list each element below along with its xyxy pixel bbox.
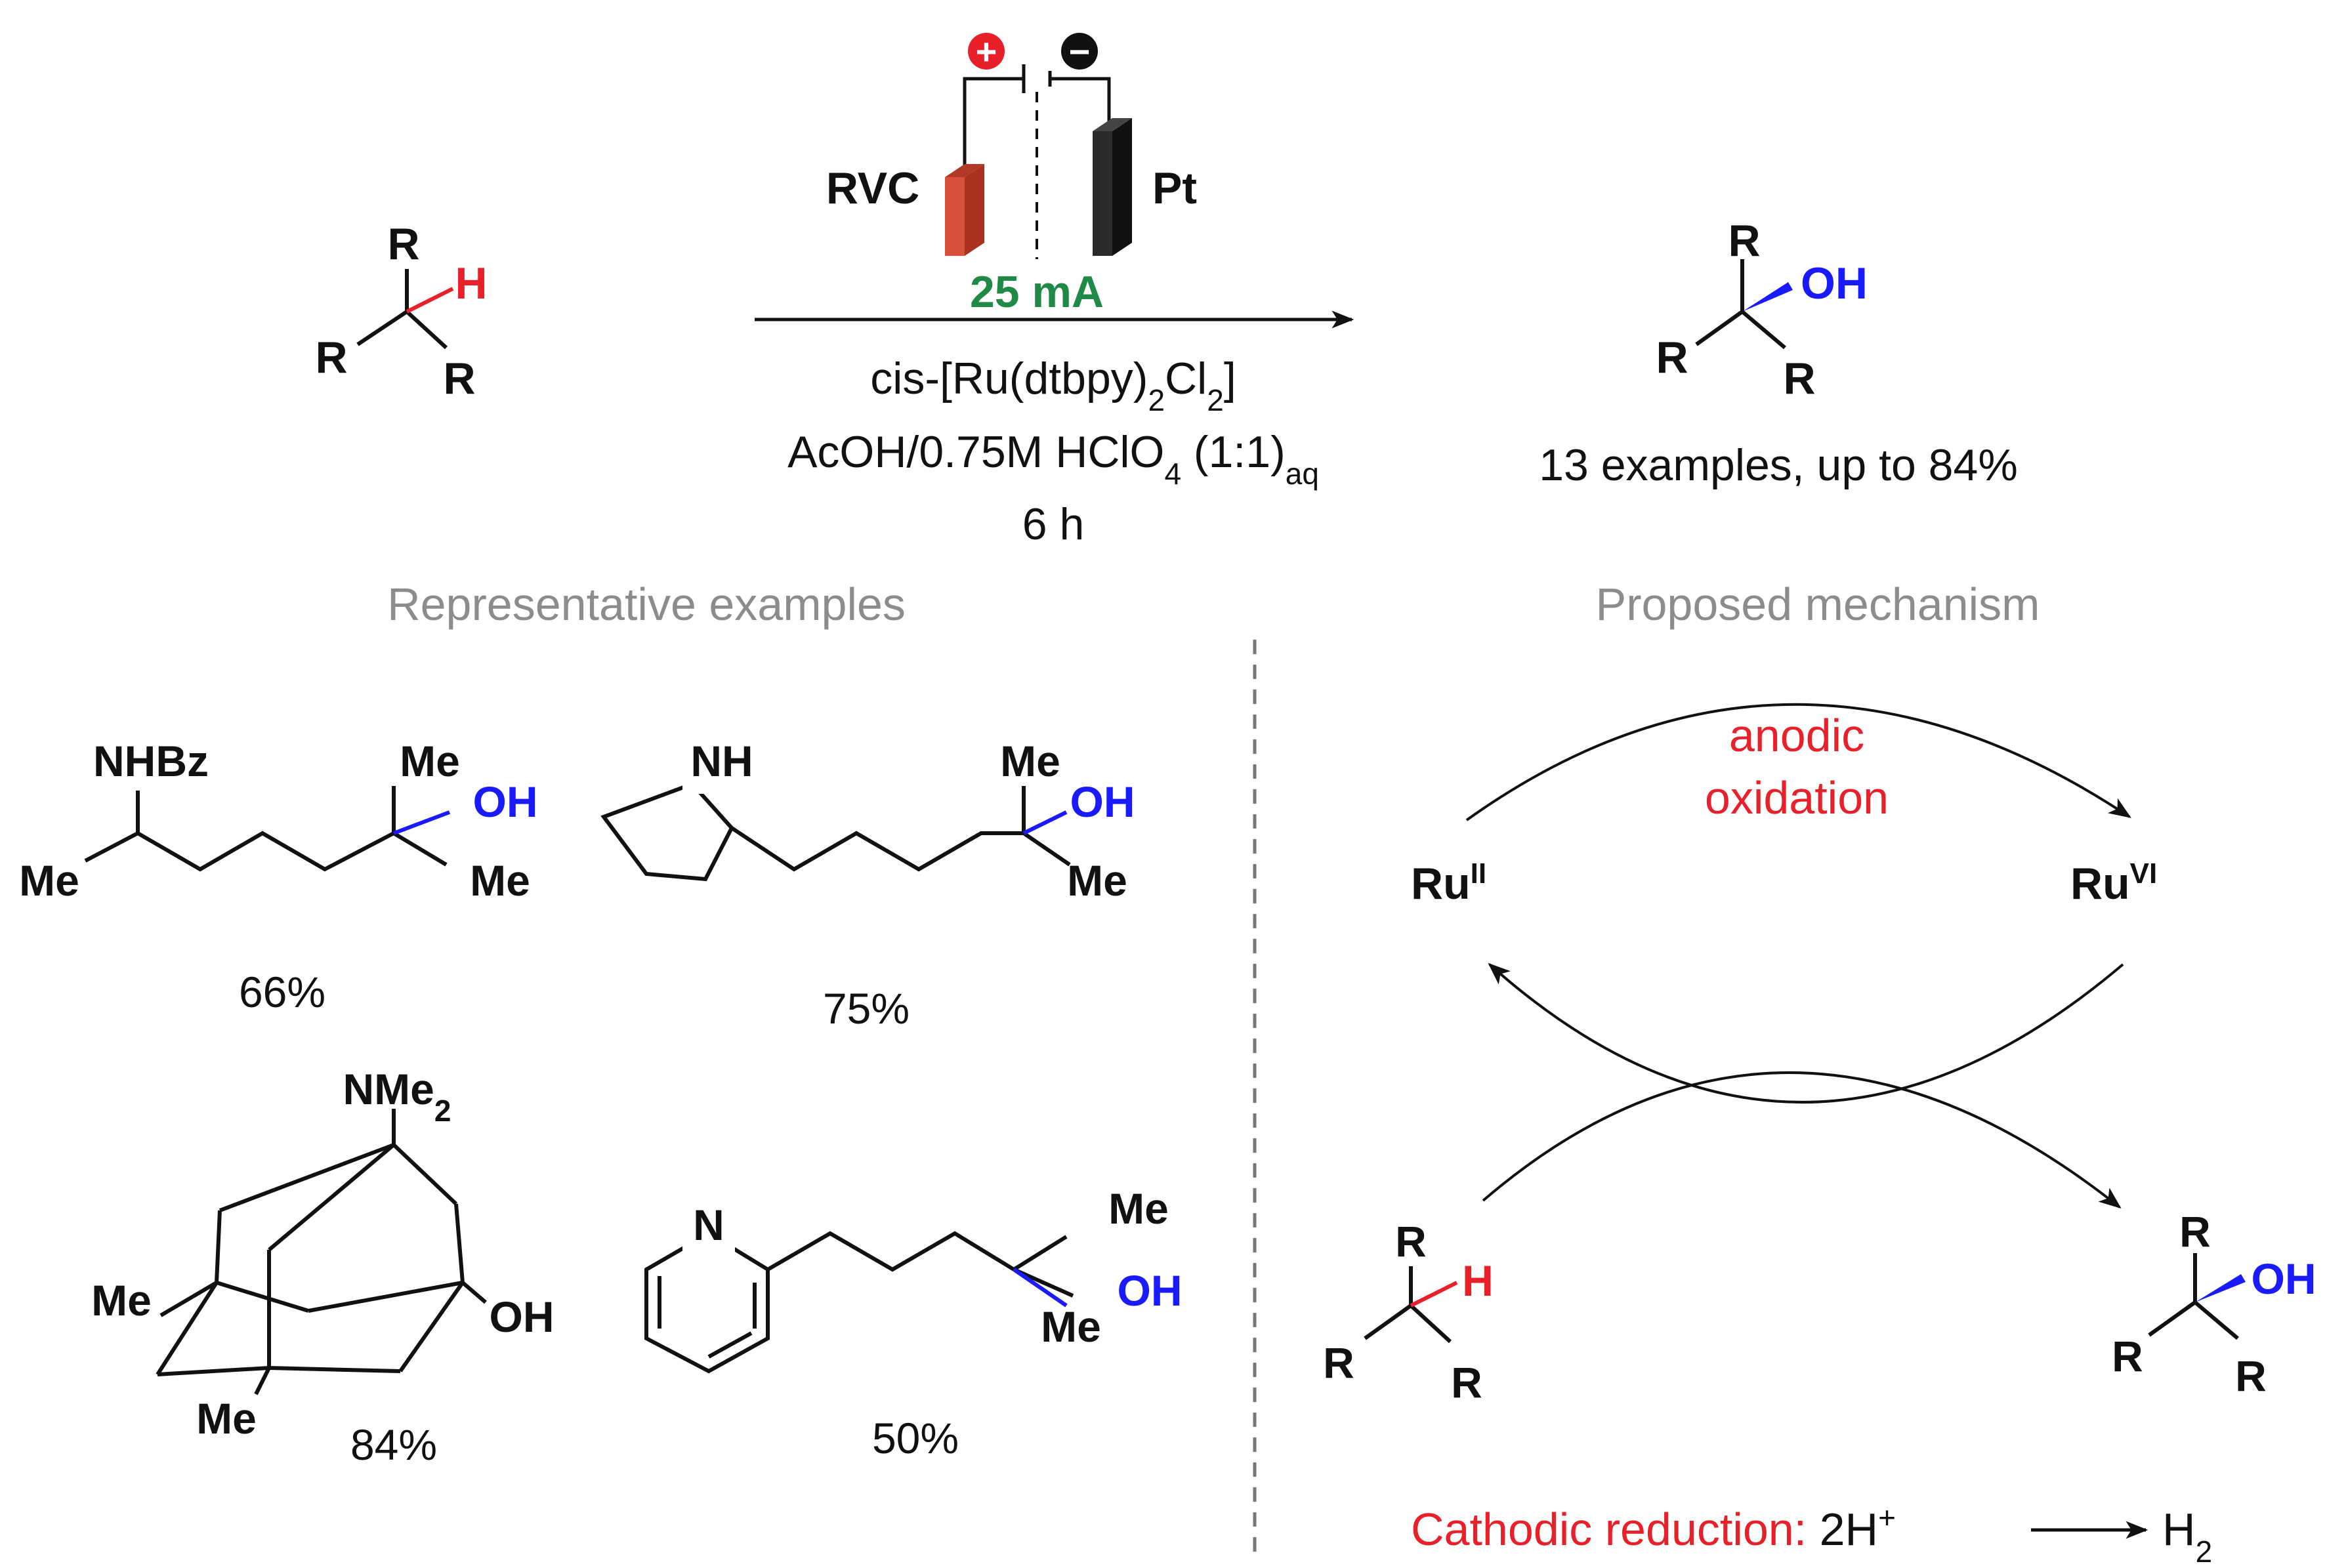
oxidation-arc <box>1465 703 2131 821</box>
ex3-me-bottom: Me <box>196 1394 257 1443</box>
anode-electrode <box>945 164 984 256</box>
ex4-me-bottom: Me <box>1041 1302 1101 1351</box>
cathode-sign: − <box>1069 31 1091 72</box>
example-1: NHBz Me Me OH Me 66% <box>19 737 537 1016</box>
anode-label: RVC <box>826 163 919 213</box>
ru-high: RuVI <box>2070 857 2157 909</box>
product-r-left: R <box>1656 333 1688 382</box>
ex2-oh: OH <box>1070 777 1135 826</box>
substrate-r-top: R <box>387 219 419 269</box>
cathode-electrode <box>1093 118 1132 256</box>
ex4-amine: N <box>693 1201 724 1249</box>
cathodic-reduction: Cathodic reduction: 2H+ H2 <box>1411 1500 2212 1568</box>
ex3-yield: 84% <box>350 1420 437 1469</box>
ru-low: RuII <box>1411 857 1486 909</box>
mech-prod-r-right: R <box>2235 1351 2267 1400</box>
substrate-r-right: R <box>443 354 475 403</box>
ex2-yield: 75% <box>823 984 910 1033</box>
mech-sub-r-right: R <box>1451 1358 1482 1407</box>
ex1-yield: 66% <box>239 968 325 1016</box>
step-line-2: oxidation <box>1705 772 1889 823</box>
cathodic-label: Cathodic reduction: 2H+ <box>1411 1500 1896 1555</box>
ex4-oh: OH <box>1118 1266 1183 1315</box>
step-line-1: anodic <box>1729 710 1864 761</box>
cathode-label: Pt <box>1152 163 1197 213</box>
mechanism-heading: Proposed mechanism <box>1596 579 2040 630</box>
ex1-me-right: Me <box>470 856 530 905</box>
mech-sub-r-left: R <box>1323 1338 1354 1387</box>
anode-sign: + <box>976 31 997 72</box>
product-r-right: R <box>1783 354 1815 403</box>
mech-sub-h: H <box>1462 1256 1494 1305</box>
product: R OH R R 13 examples, up to 84% <box>1539 216 2018 490</box>
mech-prod-oh: OH <box>2252 1254 2316 1303</box>
ex2-me-top: Me <box>1000 737 1060 785</box>
solvent-label: AcOH/0.75M HClO4 (1:1)aq <box>787 427 1319 491</box>
plus-icon: + <box>968 31 1005 72</box>
examples-heading: Representative examples <box>387 579 906 630</box>
substrate-arc <box>1482 1071 2122 1209</box>
product-summary: 13 examples, up to 84% <box>1539 440 2018 490</box>
mech-sub-r-top: R <box>1395 1217 1427 1266</box>
ex3-oh: OH <box>490 1292 555 1341</box>
ex3-me-left: Me <box>91 1276 152 1325</box>
product-r-top: R <box>1728 216 1760 266</box>
ex1-me-left: Me <box>19 856 79 905</box>
example-4: N Me OH Me 50% <box>644 1184 1183 1462</box>
example-2: NH Me OH Me 75% <box>600 737 1135 1033</box>
return-arc <box>1488 962 2124 1104</box>
mechanism-product: R OH R R <box>2112 1207 2316 1400</box>
mech-prod-r-left: R <box>2112 1332 2143 1380</box>
reaction-conditions: cis-[Ru(dtbpy)2Cl2] AcOH/0.75M HClO4 (1:… <box>787 354 1319 549</box>
ex4-yield: 50% <box>872 1414 959 1462</box>
substrate-r-left: R <box>315 333 347 382</box>
ex2-amine: NH <box>690 737 753 785</box>
ex1-amine: NHBz <box>93 737 209 785</box>
mechanism-substrate: R H R R <box>1323 1217 1494 1407</box>
current-label: 25 mA <box>970 267 1104 317</box>
substrate: R H R R <box>315 219 487 403</box>
mech-prod-r-top: R <box>2179 1207 2211 1256</box>
catalyst-label: cis-[Ru(dtbpy)2Cl2] <box>870 354 1236 417</box>
electrochemical-cell: + − RVC Pt 25 mA <box>826 31 1197 317</box>
ex2-me-right: Me <box>1067 856 1127 905</box>
substrate-h: H <box>455 258 487 308</box>
example-3: NMe2 Me OH Me 84% <box>91 1065 554 1469</box>
minus-icon: − <box>1061 31 1098 72</box>
time-label: 6 h <box>1022 499 1085 549</box>
ex3-amine: NMe2 <box>343 1065 451 1128</box>
h2-label: H2 <box>2162 1504 2212 1568</box>
ex1-me-top: Me <box>400 737 460 785</box>
ex1-oh: OH <box>473 777 538 826</box>
ex4-me-top: Me <box>1108 1184 1169 1233</box>
product-oh: OH <box>1801 258 1868 308</box>
mechanism-cycle: anodic oxidation RuII RuVI <box>1411 703 2157 1209</box>
